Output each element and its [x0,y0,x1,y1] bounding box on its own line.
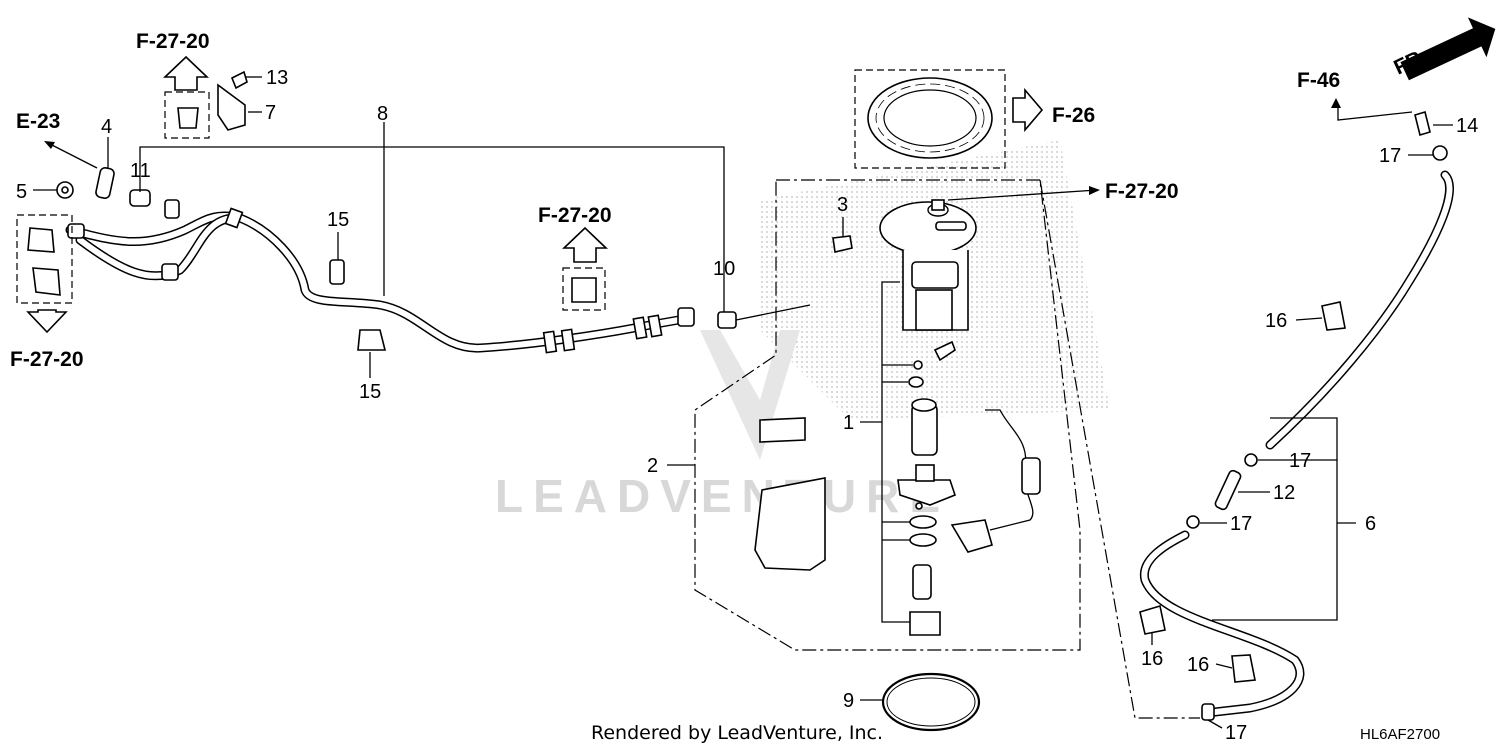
diagram-code: HL6AF2700 [1360,726,1440,743]
front-label: FR. [1390,44,1430,79]
callout-15-lower[interactable]: 15 [359,381,381,403]
front-arrow-icon [1400,17,1496,81]
seal-ring-9[interactable] [881,672,981,732]
arrow-f46 [1331,98,1341,108]
callout-11[interactable]: 11 [130,160,151,182]
callout-7[interactable]: 7 [265,102,276,124]
callout-12[interactable]: 12 [1273,482,1295,504]
clamp-17b[interactable] [1244,453,1258,467]
detail-box-top [164,91,210,139]
detail-clip-mid [571,277,597,303]
clamp-17a[interactable] [1432,145,1448,161]
ref-f2720-left[interactable]: F-27-20 [10,348,84,371]
leader-lines-right [1039,104,1453,729]
callout-1[interactable]: 1 [843,412,854,434]
callout-16b[interactable]: 16 [1141,648,1163,670]
ref-e23[interactable]: E-23 [16,110,60,133]
joint-12[interactable] [1214,469,1242,511]
clip-16b[interactable] [1139,604,1166,635]
clip-11[interactable] [129,189,151,207]
connector-10[interactable] [717,311,737,329]
leader-lines-left [33,111,811,378]
ref-f46[interactable]: F-46 [1297,69,1340,92]
callout-4[interactable]: 4 [101,116,112,138]
arrow-e23 [44,141,55,149]
bolt-13[interactable] [230,70,262,90]
arrow-up-top [163,55,209,91]
callout-10[interactable]: 10 [713,258,735,280]
pump-holder[interactable] [897,464,956,506]
seal-ring-inner [886,677,976,727]
breather-hose-upper[interactable] [1265,170,1454,450]
strainer-clip[interactable] [909,611,941,636]
leader-lines-center [667,189,1098,623]
clip-4[interactable] [95,167,115,199]
level-sensor-wire[interactable] [950,409,1041,553]
ref-f2720-top[interactable]: F-27-20 [136,30,210,53]
valve-14[interactable] [1414,110,1431,137]
detail-box-f26 [854,69,1006,169]
pressure-regulator[interactable] [912,564,932,600]
clamp-17d[interactable] [1201,703,1215,721]
pump-case[interactable] [754,417,826,571]
arrow-f2720-right [1089,186,1100,195]
fuel-pump-flange[interactable] [879,199,977,331]
callout-17c[interactable]: 17 [1230,513,1252,535]
callout-8[interactable]: 8 [377,103,388,125]
clamp-17c[interactable] [1186,515,1200,529]
callout-16a[interactable]: 16 [1265,310,1287,332]
ref-f26[interactable]: F-26 [1052,104,1095,127]
callout-13[interactable]: 13 [266,67,288,89]
detail-clips-left [27,227,61,296]
clip-15-upper[interactable] [329,259,345,285]
callout-17a[interactable]: 17 [1379,145,1401,167]
fuel-pump-motor[interactable] [911,398,938,456]
callout-16c[interactable]: 16 [1187,654,1209,676]
bracket-7[interactable] [217,83,246,131]
fuel-pump-retainer [867,77,993,159]
callout-2[interactable]: 2 [647,455,658,477]
arrow-f26 [1012,87,1044,133]
clip-16a[interactable] [1321,301,1346,331]
o-rings[interactable] [908,360,937,547]
detail-box-mid [562,267,606,311]
callout-15-upper[interactable]: 15 [327,209,349,231]
callout-6[interactable]: 6 [1365,513,1376,535]
callout-17b[interactable]: 17 [1289,450,1311,472]
arrow-up-mid [562,226,608,263]
arrow-down-left [26,309,68,334]
pump-assembly-outline [694,179,1081,651]
ref-f2720-mid[interactable]: F-27-20 [538,204,612,227]
callout-14[interactable]: 14 [1456,115,1478,137]
callout-5[interactable]: 5 [16,181,27,203]
breather-hose-lower[interactable] [1139,530,1305,717]
clip-5[interactable] [56,181,74,199]
leader-e23 [47,142,98,169]
callout-9[interactable]: 9 [843,690,854,712]
ref-f2720-right[interactable]: F-27-20 [1105,180,1179,203]
detail-clip-top [177,107,199,129]
clip-15-lower[interactable] [357,329,387,351]
callout-3[interactable]: 3 [837,194,848,216]
detail-box-left [16,214,73,304]
grommet-3[interactable] [832,235,853,253]
float-arm[interactable] [933,340,956,362]
render-credit: Rendered by LeadVenture, Inc. [591,722,883,744]
clip-16c[interactable] [1231,654,1256,683]
watermark-text: LEADVENTURE [495,470,950,522]
callout-17d[interactable]: 17 [1225,722,1247,744]
fuel-feed-hose[interactable] [65,199,695,354]
